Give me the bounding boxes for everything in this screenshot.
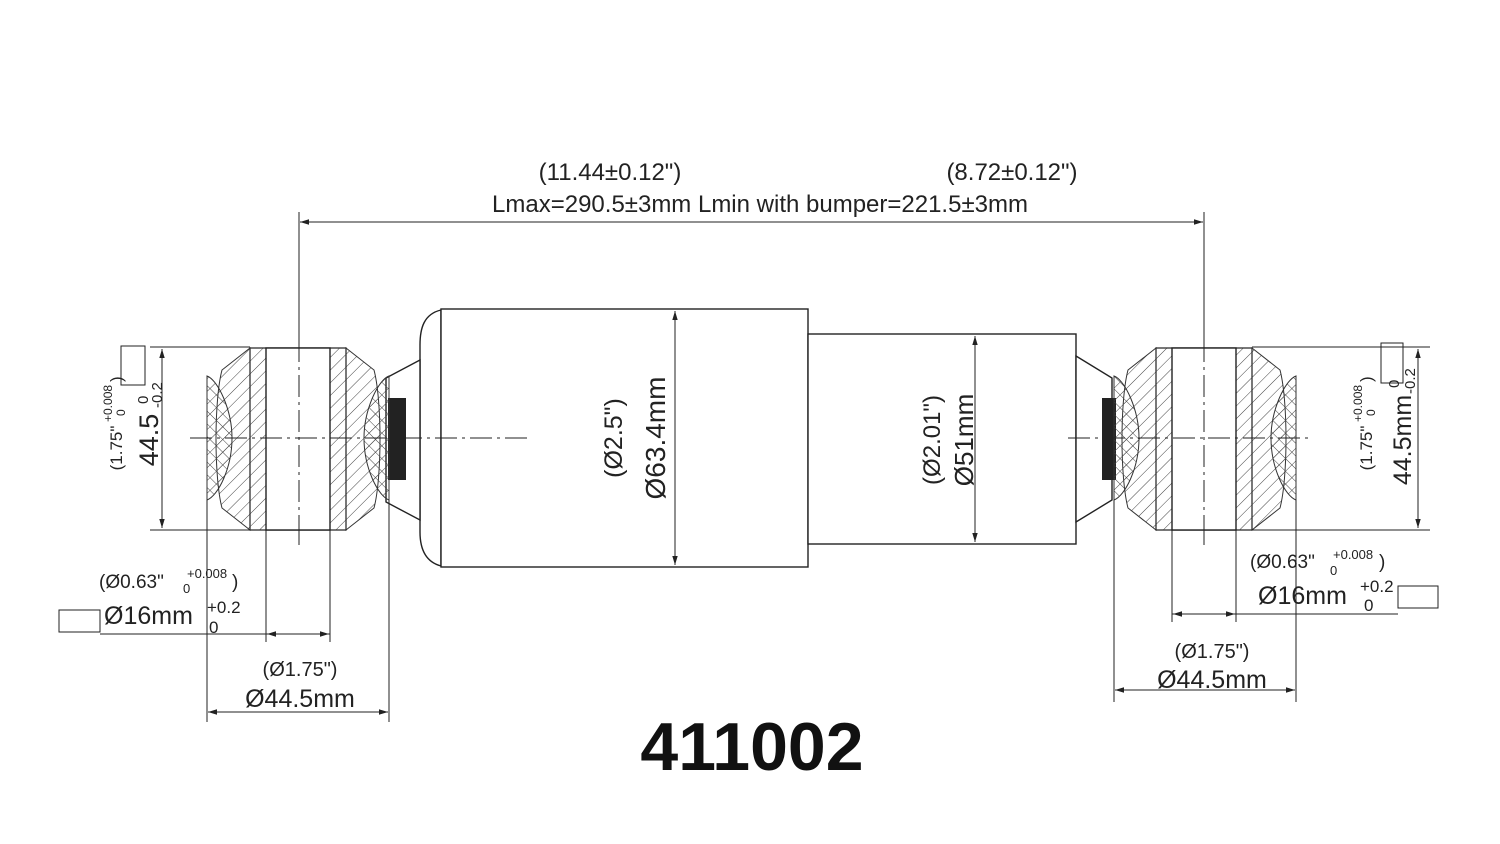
right-bore-inch-tol-lower: 0 <box>1330 563 1337 578</box>
right-width-tol-upper: 0 <box>1386 380 1403 388</box>
left-bumper-ring <box>388 398 406 480</box>
tube-taper <box>1075 354 1113 524</box>
right-eye-mount: 44.5mm 0 -0.2 (1.75" +0.008 0 ) (Ø0.63" … <box>1068 340 1439 702</box>
right-bore-inch-label: (Ø0.63" <box>1250 552 1315 573</box>
max-length-inch-label: (11.44±0.12") <box>539 159 682 186</box>
right-bore-tolerance-box <box>1397 585 1439 609</box>
shock-body: (Ø2.5") Ø63.4mm <box>419 308 809 568</box>
left-width-tol-upper: 0 <box>135 396 152 404</box>
right-outer-mm-label: Ø44.5mm <box>1157 666 1267 694</box>
left-width-mm-label: 44.5 <box>134 414 164 467</box>
right-width-inch-close: ) <box>1357 376 1376 382</box>
right-sleeve-wall-a <box>1155 347 1173 531</box>
left-bore-mm-label: Ø16mm <box>104 602 193 630</box>
body-diameter-inch-label: (Ø2.5") <box>600 398 628 478</box>
right-tolerance-box <box>1380 342 1404 384</box>
left-bore-inch-close: ) <box>232 572 238 593</box>
left-width-inch-tol-lower: 0 <box>114 409 128 416</box>
right-width-inch-tol-upper: +0.008 <box>1351 385 1365 422</box>
left-sleeve-wall-a <box>249 347 267 531</box>
left-sleeve-wall-b <box>329 347 347 531</box>
left-width-inch-label: (1.75" <box>107 426 126 471</box>
left-tolerance-box <box>120 345 146 386</box>
right-sleeve-wall-b <box>1235 347 1253 531</box>
overall-length-dimension: (11.44±0.12") (8.72±0.12") Lmax=290.5±3m… <box>298 159 1205 545</box>
right-outer-inch-label: (Ø1.75") <box>1175 641 1250 663</box>
length-mm-label: Lmax=290.5±3mm Lmin with bumper=221.5±3m… <box>492 191 1028 218</box>
left-outer-inch-label: (Ø1.75") <box>263 659 338 681</box>
left-eye-mount: 44.5 0 -0.2 (1.75" +0.008 0 ) (Ø0.63" +0… <box>58 340 530 722</box>
left-width-mm-group: 44.5 0 -0.2 <box>134 382 166 466</box>
left-bore-inch-tol-lower: 0 <box>183 581 190 596</box>
tube-diameter-mm-label: Ø51mm <box>949 394 979 486</box>
right-width-mm-label: 44.5mm <box>1389 395 1417 485</box>
right-width-inch-tol-lower: 0 <box>1364 409 1378 416</box>
dust-tube: (Ø2.01") Ø51mm <box>807 333 1113 545</box>
left-width-inch-close: ) <box>107 376 126 382</box>
body-diameter-mm-label: Ø63.4mm <box>640 377 671 500</box>
left-width-inch-tol-upper: +0.008 <box>101 385 115 422</box>
right-bore-mm-label: Ø16mm <box>1258 582 1347 610</box>
right-bore-mm-tol-lower: 0 <box>1364 596 1373 615</box>
left-bore <box>265 347 331 531</box>
right-width-inch-label: (1.75" <box>1357 426 1376 471</box>
left-outer-mm-label: Ø44.5mm <box>245 685 355 713</box>
left-width-inch-group: (1.75" +0.008 0 ) <box>101 376 128 470</box>
right-bumper-ring <box>1102 398 1116 480</box>
left-bore-mm-tol-upper: +0.2 <box>207 598 241 617</box>
left-bore-inch-label: (Ø0.63" <box>99 572 164 593</box>
part-number: 411002 <box>640 709 863 785</box>
min-length-inch-label: (8.72±0.12") <box>946 159 1077 186</box>
right-width-inch-group: (1.75" +0.008 0 ) <box>1351 376 1378 470</box>
main-cylinder <box>440 308 809 568</box>
right-bore-inch-tol-upper: +0.008 <box>1333 547 1373 562</box>
right-width-tol-lower: -0.2 <box>1402 368 1419 394</box>
right-bore-inch-close: ) <box>1379 552 1385 573</box>
right-bore-mm-tol-upper: +0.2 <box>1360 577 1394 596</box>
left-bore-tolerance-box <box>58 609 101 633</box>
left-width-tol-lower: -0.2 <box>149 382 166 408</box>
tube-diameter-inch-label: (Ø2.01") <box>919 395 946 485</box>
body-end-cap <box>419 309 442 567</box>
tube-cylinder <box>807 333 1077 545</box>
right-width-mm-group: 44.5mm 0 -0.2 <box>1386 368 1419 485</box>
left-bore-mm-tol-lower: 0 <box>209 618 218 637</box>
